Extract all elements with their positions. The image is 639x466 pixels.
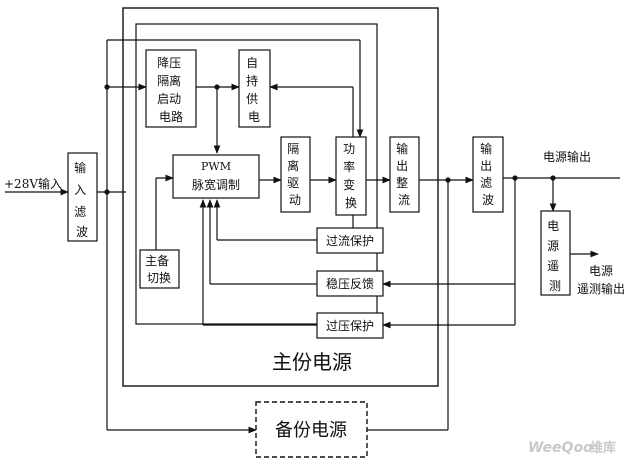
power-convert-box bbox=[335, 136, 367, 216]
overvoltage-protect-label: 过压保护 bbox=[326, 319, 374, 333]
input-voltage-label: +28V输入 bbox=[4, 176, 62, 191]
backup-power-box bbox=[255, 401, 368, 458]
self-supply-box bbox=[238, 49, 271, 128]
isolation-drive-label: 隔 离 驱 动 bbox=[287, 142, 303, 207]
svg-text:维库: 维库 bbox=[590, 440, 616, 456]
remote-output-label-line2: 遥测输出 bbox=[577, 281, 625, 296]
remote-measure-box bbox=[540, 210, 571, 296]
overcurrent-protect-box bbox=[316, 227, 384, 254]
main-power-inner-frame bbox=[135, 23, 378, 325]
main-power-label: 主份电源 bbox=[272, 350, 352, 374]
main-backup-switch-box bbox=[139, 249, 180, 289]
wires bbox=[5, 39, 620, 434]
pwm-label-line1: PWM bbox=[201, 160, 231, 173]
input-filter-label: 输 入 滤 波 bbox=[74, 160, 90, 239]
main-backup-switch-label: 主备 切换 bbox=[145, 254, 173, 285]
pwm-label-line2: 脉宽调制 bbox=[192, 177, 240, 192]
pwm-box bbox=[172, 154, 260, 199]
backup-power-label: 备份电源 bbox=[275, 420, 347, 441]
output-filter-box bbox=[472, 136, 504, 213]
svg-text:WeeQoo: WeeQoo bbox=[528, 440, 593, 456]
regulation-feedback-box bbox=[316, 270, 384, 297]
power-output-label: 电源输出 bbox=[543, 149, 591, 164]
overcurrent-protect-label: 过流保护 bbox=[326, 234, 374, 248]
output-rectify-label: 输 出 整 流 bbox=[396, 141, 412, 207]
power-convert-label: 功 率 变 换 bbox=[343, 142, 359, 210]
input-filter-box bbox=[67, 152, 98, 242]
overvoltage-protect-box bbox=[316, 312, 384, 339]
regulation-feedback-label: 稳压反馈 bbox=[326, 276, 374, 291]
stepdown-start-label: 降压 隔离 启动 电路 bbox=[157, 56, 185, 124]
output-filter-label: 输 出 滤 波 bbox=[480, 141, 496, 207]
stepdown-start-box bbox=[145, 49, 197, 128]
remote-output-label-line1: 电源 bbox=[589, 264, 613, 278]
watermark-logo: WeeQoo 维库 bbox=[528, 440, 616, 456]
self-supply-label: 自 持 供 电 bbox=[246, 56, 262, 124]
output-rectify-box bbox=[389, 136, 420, 213]
isolation-drive-box bbox=[280, 136, 311, 213]
main-power-frame bbox=[122, 7, 439, 387]
remote-measure-label: 电 源 遥 测 bbox=[547, 219, 563, 293]
junction-dots bbox=[104, 84, 556, 195]
